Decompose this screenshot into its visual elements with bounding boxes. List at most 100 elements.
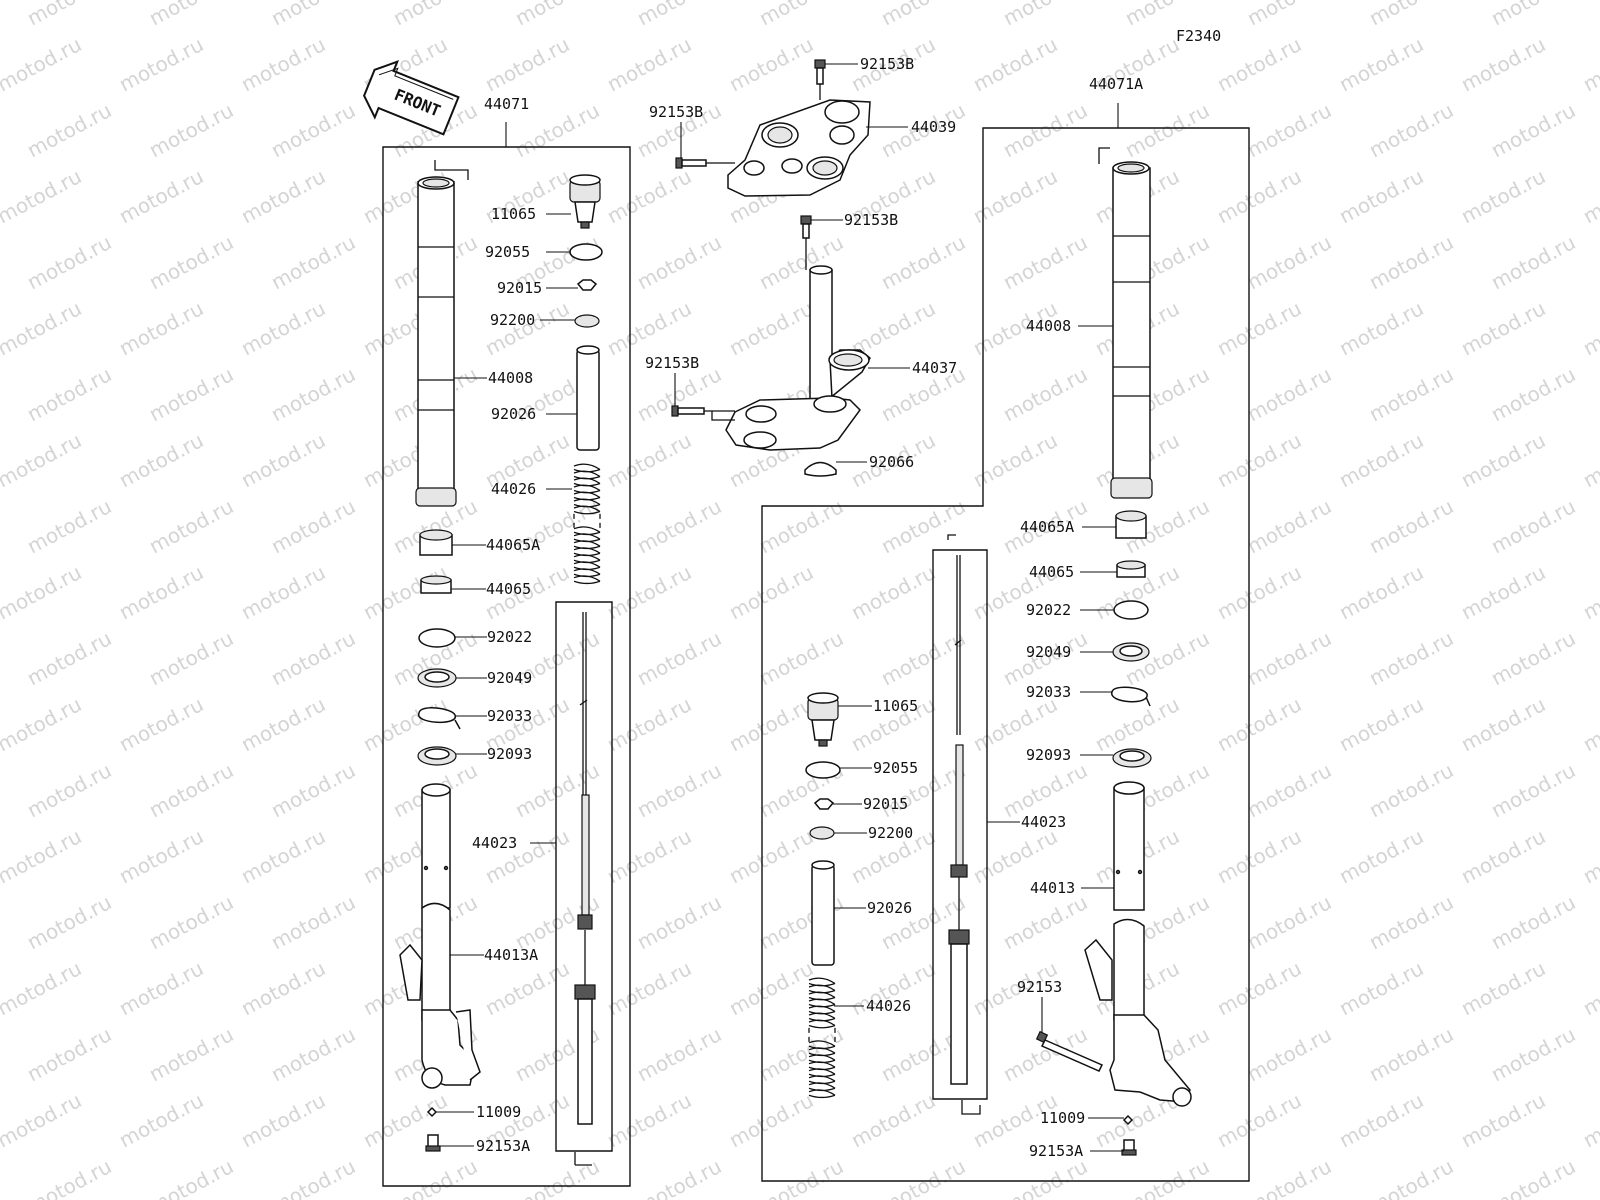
part-label: 92033 <box>1026 683 1071 701</box>
watermark-text: motod.ru <box>145 98 237 162</box>
watermark-text: motod.ru <box>1487 230 1579 294</box>
right-inner-tube <box>1084 781 1192 1107</box>
watermark-text: motod.ru <box>1335 32 1427 96</box>
right-oring-11009 <box>1122 1114 1134 1126</box>
left-oring-92055 <box>569 243 603 261</box>
watermark-text: motod.ru <box>1213 692 1305 756</box>
watermark-text: motod.ru <box>1365 758 1457 822</box>
watermark-text: motod.ru <box>145 758 237 822</box>
watermark-text: motod.ru <box>1335 164 1427 228</box>
watermark-text: motod.ru <box>603 956 695 1020</box>
left-oil-seal-92049 <box>417 668 457 688</box>
part-label: 44065A <box>486 536 540 554</box>
watermark-text: motod.ru <box>145 1154 237 1200</box>
watermark-text: motod.ru <box>877 494 969 558</box>
watermark-text: motod.ru <box>1335 1088 1427 1152</box>
watermark-text: motod.ru <box>1243 362 1335 426</box>
stem-side-bolt <box>671 405 735 421</box>
watermark-text: motod.ru <box>1457 692 1549 756</box>
left-washer-92200 <box>574 314 600 328</box>
watermark-text: motod.ru <box>23 758 115 822</box>
watermark-text: motod.ru <box>267 230 359 294</box>
left-dust-seal-92093 <box>417 746 457 766</box>
part-label: 92022 <box>487 628 532 646</box>
right-fork-callouts: 44008 44065A 44065 92022 92049 92033 110… <box>833 317 1124 1160</box>
spring-coil <box>808 977 836 1029</box>
part-label: 92026 <box>491 405 536 423</box>
watermark-text: motod.ru <box>633 890 725 954</box>
right-nut-92015 <box>813 798 835 810</box>
watermark-text: motod.ru <box>115 428 207 492</box>
watermark-text: motod.ru <box>1243 230 1335 294</box>
watermark-text: motod.ru <box>1365 890 1457 954</box>
watermark-text: motod.ru <box>23 362 115 426</box>
watermark-text: motod.ru <box>1213 164 1305 228</box>
part-label: 92153B <box>645 354 699 372</box>
watermark-text: motod.ru <box>115 1088 207 1152</box>
watermark-text: motod.ru <box>1365 362 1457 426</box>
part-label: 92153A <box>1029 1142 1083 1160</box>
watermark-text: motod.ru <box>481 32 573 96</box>
watermark-text: motod.ru <box>603 164 695 228</box>
watermark-text: motod.ru <box>969 32 1061 96</box>
watermark-text: motod.ru <box>481 956 573 1020</box>
watermark-text: motod.ru <box>1487 362 1579 426</box>
part-label: 44013 <box>1030 879 1075 897</box>
watermark-text: motod.ru <box>1487 890 1579 954</box>
right-washer-92022 <box>1113 600 1149 620</box>
watermark-text: motod.ru <box>1213 1088 1305 1152</box>
watermark-text: motod.ru <box>633 1154 725 1200</box>
watermark-text: motod.ru <box>999 0 1091 30</box>
watermark-text: motod.ru <box>1579 32 1600 96</box>
watermark-text: motod.ru <box>0 692 85 756</box>
watermark-text: motod.ru <box>0 1088 85 1152</box>
watermark-text: motod.ru <box>1579 692 1600 756</box>
part-label: 44039 <box>911 118 956 136</box>
watermark-text: motod.ru <box>603 692 695 756</box>
spring-coil <box>573 463 601 515</box>
watermark-text: motod.ru <box>267 626 359 690</box>
right-fork-cap <box>807 692 839 747</box>
watermark-text: motod.ru <box>725 560 817 624</box>
watermark-text: motod.ru <box>725 824 817 888</box>
watermark-text: motod.ru <box>999 98 1091 162</box>
left-bush-44065 <box>420 575 452 594</box>
upper-triple-clamp-44039 <box>727 72 871 197</box>
right-bolt-92153 <box>1035 1030 1104 1072</box>
watermark-text: motod.ru <box>267 0 359 30</box>
watermark-text: motod.ru <box>23 1154 115 1200</box>
right-ring-92033 <box>1111 686 1151 707</box>
watermark-text: motod.ru <box>237 428 329 492</box>
steering-stem-44037 <box>725 230 871 451</box>
watermark-text: motod.ru <box>115 692 207 756</box>
part-label: 44023 <box>472 834 517 852</box>
watermark-text: motod.ru <box>237 164 329 228</box>
left-washer-92022 <box>418 628 456 648</box>
watermark-text: motod.ru <box>511 0 603 30</box>
watermark-text: motod.ru <box>847 1088 939 1152</box>
watermark-text: motod.ru <box>603 296 695 360</box>
right-oil-seal-92049 <box>1112 642 1150 662</box>
watermark-text: motod.ru <box>755 1154 847 1200</box>
left-bush-44065A <box>419 529 453 556</box>
watermark-text: motod.ru <box>877 0 969 30</box>
part-label: 92015 <box>497 279 542 297</box>
right-oring-92055 <box>805 761 841 779</box>
spring-coil <box>808 1040 836 1099</box>
right-washer-92200 <box>809 826 835 840</box>
front-arrow: FRONT <box>363 60 460 136</box>
right-assembly-label: 44071A <box>1089 75 1143 93</box>
watermark-text: motod.ru <box>1121 1154 1213 1200</box>
watermark-text: motod.ru <box>267 1154 359 1200</box>
watermark-text: motod.ru <box>1243 1154 1335 1200</box>
watermark-text: motod.ru <box>237 296 329 360</box>
left-fork-assembly-frame <box>382 146 631 1187</box>
watermark-text: motod.ru <box>633 626 725 690</box>
part-label: 44026 <box>491 480 536 498</box>
watermark-text: motod.ru <box>23 98 115 162</box>
watermark-text: motod.ru <box>1365 98 1457 162</box>
watermark-text: motod.ru <box>1365 494 1457 558</box>
watermark-text: motod.ru <box>1335 692 1427 756</box>
watermark-text: motod.ru <box>999 890 1091 954</box>
spring-break-line <box>808 1027 836 1043</box>
